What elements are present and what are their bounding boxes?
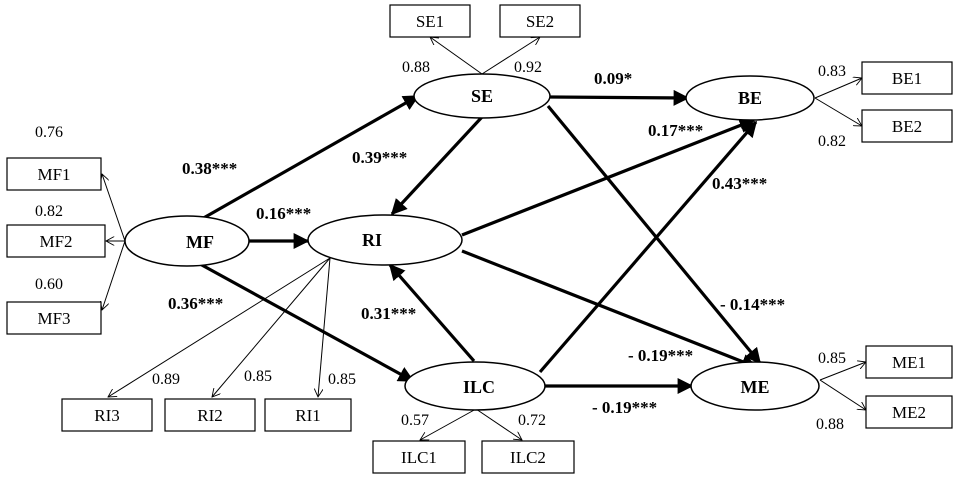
loading-me1: 0.85 <box>818 350 846 367</box>
indicator-se1: SE1 <box>389 4 471 38</box>
indicator-se1-label: SE1 <box>416 12 444 31</box>
latent-se: SE <box>413 73 551 119</box>
indicator-ilc1-label: ILC1 <box>401 448 437 467</box>
coef-ri-be: 0.17*** <box>648 121 703 140</box>
latent-ilc-label: ILC <box>463 377 495 397</box>
indicator-ri1: RI1 <box>264 398 352 432</box>
loading-mf2: 0.82 <box>35 203 63 220</box>
loading-ilc2: 0.72 <box>518 412 546 429</box>
coef-ilc-me: - 0.19*** <box>592 398 657 417</box>
indicator-me1-label: ME1 <box>892 353 926 372</box>
indicator-mf1: MF1 <box>6 157 102 191</box>
loading-arrow-be1 <box>814 78 862 99</box>
path-se-me <box>546 104 762 365</box>
coef-mf-ri: 0.16*** <box>256 204 311 223</box>
loading-arrow-ri2 <box>212 257 331 397</box>
latent-mf-label: MF <box>186 232 214 252</box>
path-ilc-be <box>538 120 758 374</box>
latent-ilc: ILC <box>404 361 546 411</box>
indicator-ilc2-label: ILC2 <box>510 448 546 467</box>
indicator-mf3-label: MF3 <box>37 309 70 328</box>
indicator-be2: BE2 <box>861 109 953 143</box>
loading-ri3: 0.89 <box>152 371 180 388</box>
coef-se-me: - 0.14*** <box>720 295 785 314</box>
path-mf-ilc <box>199 262 415 383</box>
latent-be-label: BE <box>738 88 762 108</box>
loading-arrow-mf1 <box>102 174 126 242</box>
latent-be: BE <box>685 75 815 121</box>
indicator-ri1-label: RI1 <box>295 406 321 425</box>
coef-mf-ilc: 0.36*** <box>168 294 223 313</box>
loading-arrow-se1 <box>430 37 483 75</box>
indicator-me2-label: ME2 <box>892 403 926 422</box>
loading-be2: 0.82 <box>818 133 846 150</box>
loading-be1: 0.83 <box>818 63 846 80</box>
indicator-se2: SE2 <box>499 4 581 38</box>
loading-arrow-ri3 <box>108 257 331 397</box>
indicator-me2: ME2 <box>865 395 953 429</box>
path-ri-me <box>461 249 758 370</box>
loading-arrow-ilc2 <box>475 408 522 440</box>
coef-ri-me: - 0.19*** <box>628 346 693 365</box>
coef-se-ri: 0.39*** <box>352 148 407 167</box>
loading-arrow-me2 <box>819 379 866 410</box>
indicator-mf2: MF2 <box>6 224 106 258</box>
loading-me2: 0.88 <box>816 416 844 433</box>
indicator-se2-label: SE2 <box>526 12 554 31</box>
latent-ri: RI <box>307 214 463 266</box>
path-se-ri <box>390 115 484 216</box>
loading-ri1: 0.85 <box>328 371 356 388</box>
latent-ri-label: RI <box>362 230 382 250</box>
loading-arrow-ilc1 <box>420 408 477 440</box>
indicator-ri2: RI2 <box>164 398 256 432</box>
indicator-mf3: MF3 <box>6 301 102 335</box>
coef-ilc-be: 0.43*** <box>712 174 767 193</box>
indicator-ri3-label: RI3 <box>94 406 120 425</box>
indicator-ilc1: ILC1 <box>372 440 466 474</box>
indicator-be2-label: BE2 <box>892 117 922 136</box>
loading-ilc1: 0.57 <box>401 412 429 429</box>
indicator-me1: ME1 <box>865 345 953 379</box>
coef-se-be: 0.09* <box>594 69 632 88</box>
path-mf-se <box>199 94 420 222</box>
path-se-be <box>549 89 690 106</box>
loading-arrow-mf3 <box>102 240 126 310</box>
loading-arrow-be2 <box>814 97 862 126</box>
path-ri-be <box>461 117 756 237</box>
indicator-ilc2: ILC2 <box>481 440 575 474</box>
indicator-ri2-label: RI2 <box>197 406 223 425</box>
latent-mf: MF <box>124 215 250 267</box>
indicator-mf1-label: MF1 <box>37 165 70 184</box>
indicator-mf2-label: MF2 <box>39 232 72 251</box>
path-ilc-ri <box>388 263 476 363</box>
indicator-ri3: RI3 <box>61 398 153 432</box>
indicator-be1-label: BE1 <box>892 69 922 88</box>
loading-arrow-ri1 <box>318 257 331 397</box>
loading-ri2: 0.85 <box>244 368 272 385</box>
loading-se1: 0.88 <box>402 59 430 76</box>
loading-mf1: 0.76 <box>35 124 63 141</box>
latent-se-label: SE <box>471 86 493 106</box>
coef-mf-se: 0.38*** <box>182 159 237 178</box>
loading-arrow-se2 <box>481 37 540 75</box>
latent-me-label: ME <box>741 377 770 397</box>
latent-me: ME <box>690 361 820 411</box>
loading-se2: 0.92 <box>514 59 542 76</box>
indicator-be1: BE1 <box>861 61 953 95</box>
loading-arrow-me1 <box>819 362 866 381</box>
coef-ilc-ri: 0.31*** <box>361 304 416 323</box>
loading-mf3: 0.60 <box>35 276 63 293</box>
